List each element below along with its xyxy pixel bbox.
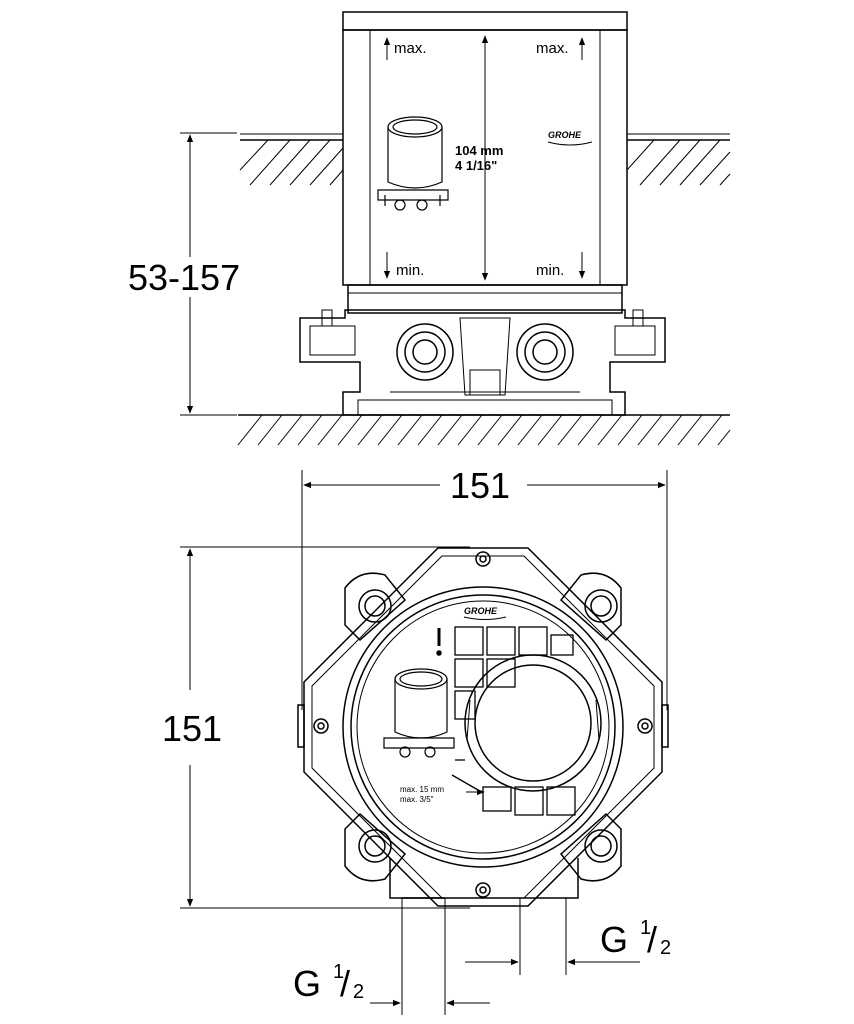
outlet-stubs [389, 858, 579, 1015]
max-label-right: max. [536, 40, 569, 57]
side-view-labels: 53-157 max. max. min. min. 104 mm 4 1/16… [125, 40, 593, 298]
height-range-label: 53-157 [128, 257, 240, 298]
depth-in-label: 4 1/16" [455, 158, 497, 173]
mounting-ear-br [559, 812, 622, 882]
mounting-base [299, 309, 666, 416]
svg-text:/: / [340, 963, 350, 1004]
max-label-left: max. [394, 40, 427, 57]
max-3-5-label: max. 3/5" [400, 795, 434, 804]
inlet-right-side [516, 323, 574, 381]
svg-text:2: 2 [353, 981, 364, 1003]
brand-logo-top: GROHE [464, 606, 498, 616]
svg-text:G: G [293, 963, 321, 1004]
mounting-ear-bl [344, 812, 407, 882]
top-view-labels: 151 151 GROHE max. 15 mm max. 3/5" G 1 /… [160, 465, 671, 1004]
grid-pattern [451, 626, 576, 816]
height-label: 151 [162, 708, 222, 749]
screw-left [313, 718, 329, 734]
mounting-ear-tr [559, 572, 622, 642]
thread-label-right: G 1 / 2 [600, 917, 671, 960]
top-view [180, 470, 669, 1015]
svg-text:1: 1 [640, 917, 651, 939]
width-label: 151 [450, 465, 510, 506]
depth-mm-label: 104 mm [455, 143, 503, 158]
screw-bottom [475, 882, 491, 898]
thread-label-left: G 1 / 2 [293, 961, 364, 1004]
svg-text:G: G [600, 919, 628, 960]
svg-text:2: 2 [660, 937, 671, 959]
mounting-ear-tl [344, 572, 407, 642]
max-15mm-label: max. 15 mm [400, 785, 444, 794]
cartridge-outer [464, 654, 602, 792]
min-label-right: min. [536, 262, 564, 279]
main-ring [342, 586, 624, 868]
min-label-left: min. [396, 262, 424, 279]
screw-top [475, 551, 491, 567]
ground-hatch-lower [237, 414, 731, 446]
ground-hatch-upper [239, 133, 731, 186]
svg-text:1: 1 [333, 961, 344, 983]
inlet-left-side [396, 323, 454, 381]
side-view [180, 11, 731, 446]
valve-icon-top [383, 668, 455, 758]
valve-icon-side [377, 116, 449, 211]
cartridge-inner [474, 664, 592, 782]
brand-logo-side: GROHE [548, 130, 582, 140]
installation-box [342, 11, 628, 314]
screw-right [637, 718, 653, 734]
svg-text:/: / [647, 919, 657, 960]
